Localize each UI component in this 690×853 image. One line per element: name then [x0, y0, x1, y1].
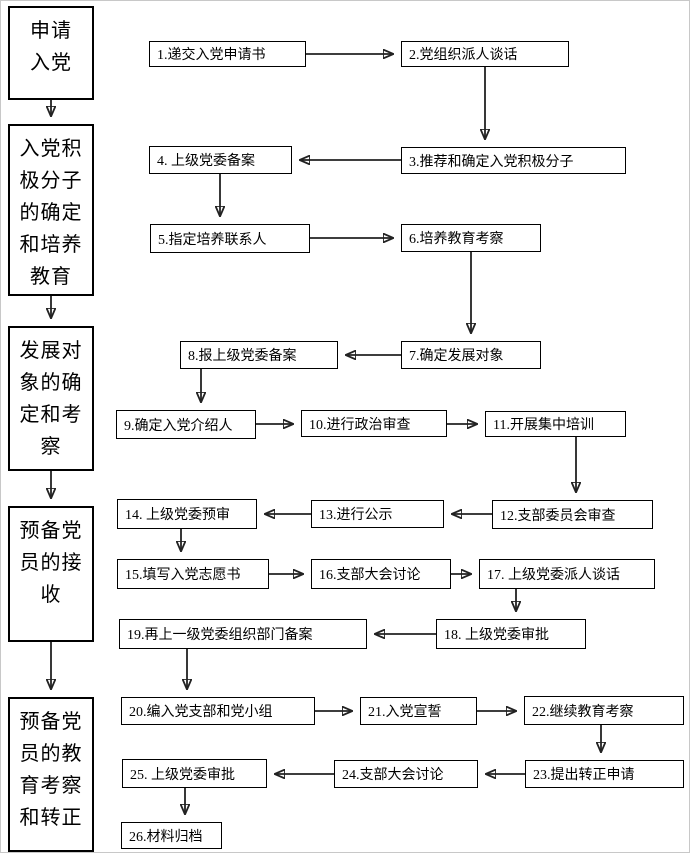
step-11: 11.开展集中培训 [485, 411, 626, 437]
step-10: 10.进行政治审查 [301, 410, 447, 437]
stage-apply-to-join: 申请 入党 [8, 6, 94, 100]
step-2: 2.党组织派人谈话 [401, 41, 569, 67]
step-20: 20.编入党支部和党小组 [121, 697, 315, 725]
step-7: 7.确定发展对象 [401, 341, 541, 369]
stage-development-target: 发展对 象的确 定和考 察 [8, 326, 94, 471]
step-17: 17. 上级党委派人谈话 [479, 559, 655, 589]
stage-probationary-admission: 预备党 员的接 收 [8, 506, 94, 642]
step-21: 21.入党宣誓 [360, 697, 477, 725]
step-16: 16.支部大会讨论 [311, 559, 451, 589]
stage-activist-cultivation: 入党积 极分子 的确定 和培养 教育 [8, 124, 94, 296]
step-8: 8.报上级党委备案 [180, 341, 338, 369]
step-13: 13.进行公示 [311, 500, 444, 528]
step-19: 19.再上一级党委组织部门备案 [119, 619, 367, 649]
step-25: 25. 上级党委审批 [122, 759, 267, 788]
step-22: 22.继续教育考察 [524, 696, 684, 725]
step-15: 15.填写入党志愿书 [117, 559, 269, 589]
step-6: 6.培养教育考察 [401, 224, 541, 252]
step-3: 3.推荐和确定入党积极分子 [401, 147, 626, 174]
step-5: 5.指定培养联系人 [150, 224, 310, 253]
step-18: 18. 上级党委审批 [436, 619, 586, 649]
step-4: 4. 上级党委备案 [149, 146, 292, 174]
stage-probationary-confirmation: 预备党 员的教 育考察 和转正 [8, 697, 94, 852]
step-9: 9.确定入党介绍人 [116, 410, 256, 439]
step-12: 12.支部委员会审查 [492, 500, 653, 529]
step-1: 1.递交入党申请书 [149, 41, 306, 67]
step-26: 26.材料归档 [121, 822, 222, 849]
step-24: 24.支部大会讨论 [334, 760, 478, 788]
step-14: 14. 上级党委预审 [117, 499, 257, 529]
step-23: 23.提出转正申请 [525, 760, 684, 788]
